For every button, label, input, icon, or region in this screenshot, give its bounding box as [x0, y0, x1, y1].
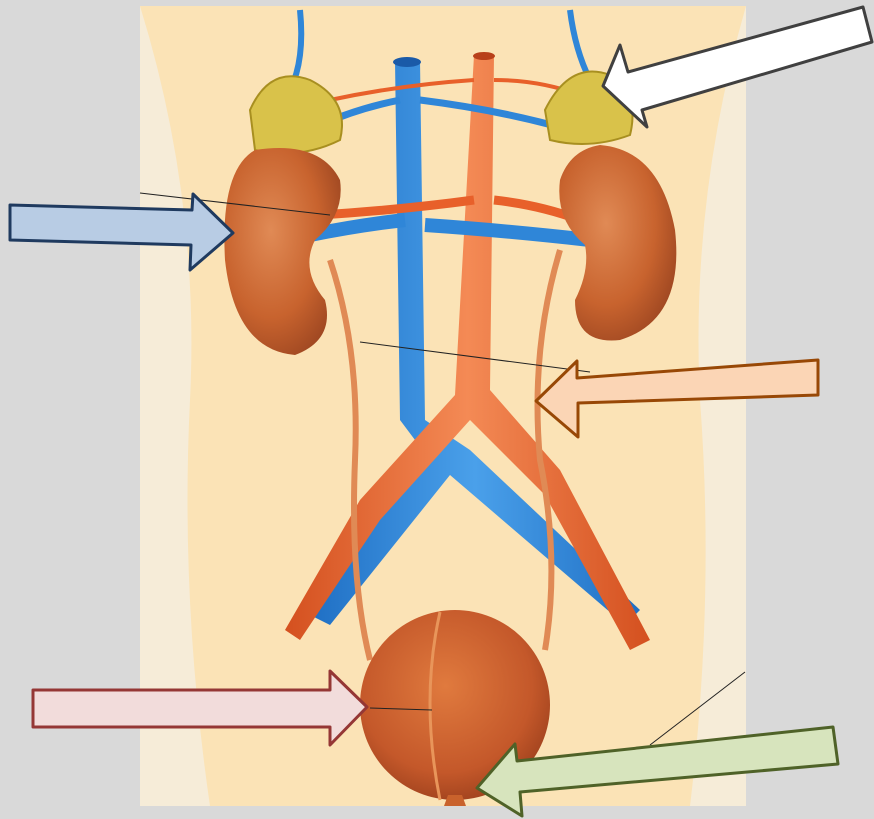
- vena-cava-top: [393, 57, 421, 67]
- blue-arrow: [10, 194, 233, 270]
- aorta-top: [473, 52, 495, 60]
